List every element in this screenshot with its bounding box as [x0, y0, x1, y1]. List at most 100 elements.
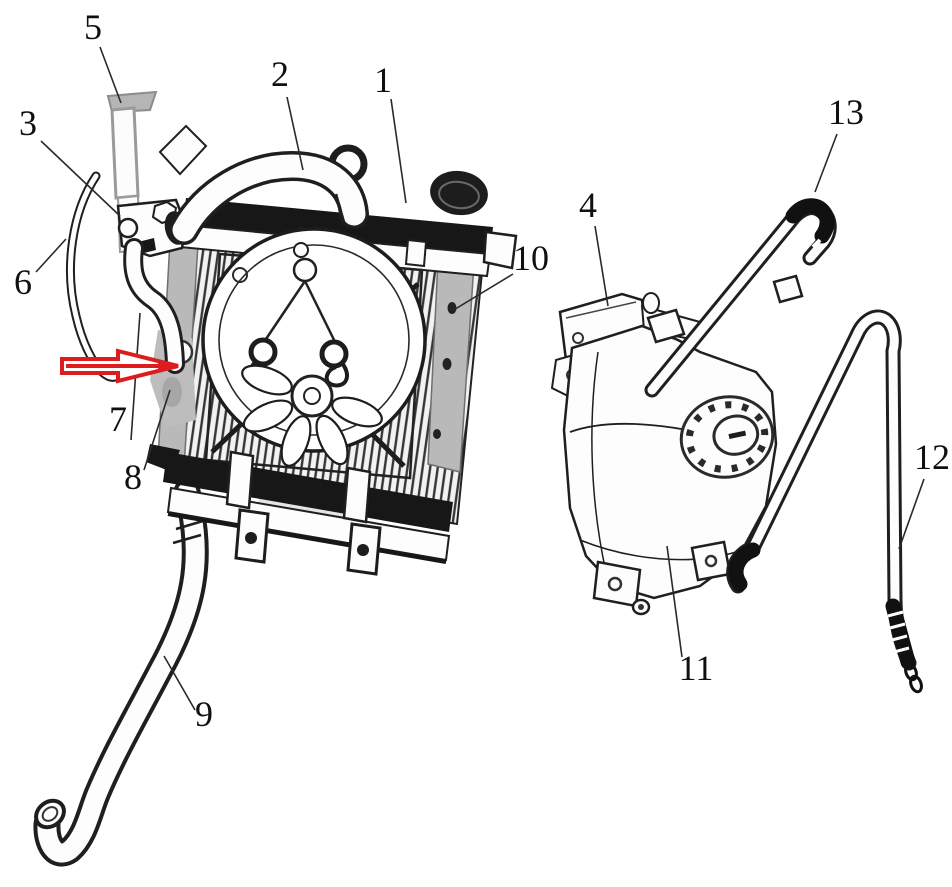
upper-hose-cuff: [334, 193, 346, 223]
radiator-cap-body: [430, 170, 488, 216]
radiator-cap: [430, 170, 518, 270]
fan-blade: [280, 415, 312, 467]
callout-leader-1: [390, 98, 407, 204]
motor-struts: [260, 280, 340, 349]
drain-hose-end-ring: [909, 674, 923, 694]
filler-bracket-blade: [158, 124, 208, 176]
upper-hose-body: [172, 154, 366, 242]
lower-hose-opening-inner: [41, 806, 59, 822]
tank-tab-hole: [704, 554, 718, 568]
tank-seam: [591, 351, 607, 573]
vent-hose-outline: [65, 171, 126, 382]
callout-leader-3: [40, 140, 121, 217]
bottom-left-stub: [146, 444, 180, 472]
callout-leader-11: [666, 545, 683, 658]
vent-hose-body: [67, 173, 124, 380]
reservoir-cap: [679, 395, 775, 479]
callout-leader-10: [451, 273, 514, 312]
housing-bolt: [117, 217, 139, 239]
shroud-top-bolt: [293, 242, 309, 258]
bottom-strap-clamp: [342, 466, 372, 524]
callout-label-6: 6: [14, 262, 32, 302]
tank-tab-hole: [607, 576, 623, 592]
radiator-cap-rib: [438, 180, 480, 210]
mount-hook: [324, 361, 349, 388]
red-arrow-tip: [158, 362, 178, 370]
callout-leader-12: [898, 478, 925, 550]
fan-blades: [241, 364, 383, 467]
bottom-strap-clamp: [225, 450, 255, 510]
tank-neck: [646, 308, 686, 344]
bracket-knob: [642, 292, 660, 314]
radiator-assembly: [33, 90, 518, 867]
top-strap-clamp: [404, 238, 428, 268]
mounting-foot-hole: [245, 532, 257, 544]
drain-hose: [726, 309, 923, 694]
side-plate-hole: [447, 302, 457, 314]
bracket-fold: [565, 301, 637, 319]
callout-leader-2: [286, 96, 304, 171]
lower-hose-body: [37, 482, 205, 863]
cap-side-bracket: [482, 230, 518, 270]
callout-leader-6: [35, 238, 67, 273]
elbow-hose: [123, 238, 185, 374]
drain-hose-ribs: [887, 610, 910, 654]
callout-label-10: 10: [513, 238, 549, 278]
drain-hose-end-ring: [904, 662, 918, 682]
callout-label-12: 12: [914, 437, 950, 477]
callout-label-8: 8: [124, 457, 142, 497]
hose-clamp-marks: [172, 519, 204, 545]
callout-label-5: 5: [84, 7, 102, 47]
fan-blade: [315, 414, 349, 466]
elbow-hose-body: [126, 241, 182, 371]
motor-mount-ring: [319, 339, 349, 369]
fan-blade: [242, 399, 294, 433]
callout-label-3: 3: [19, 103, 37, 143]
callout-label-4: 4: [579, 185, 597, 225]
fan-blade: [241, 364, 293, 396]
callout-leader-9: [163, 655, 196, 711]
fan-shroud: [201, 227, 427, 467]
callout-label-1: 1: [374, 60, 392, 100]
callout-label-2: 2: [271, 54, 289, 94]
callout-leader-5: [99, 46, 122, 104]
callout-label-7: 7: [109, 399, 127, 439]
red-pointer-arrow: [60, 348, 179, 384]
mounting-foot-hole: [357, 544, 369, 556]
overflow-pipe-body: [110, 106, 140, 200]
lower-radiator-hose: [33, 478, 209, 867]
breather-hose-tip-mark: [811, 238, 822, 249]
lower-hose-opening: [34, 798, 66, 830]
motor-mount-ring: [248, 337, 278, 367]
breather-hose: [644, 198, 837, 398]
fan-shroud-inner-ring: [218, 244, 410, 436]
coolant-reservoir-tank: [562, 308, 778, 616]
drain-hose-dark-elbow: [728, 542, 761, 592]
callout-label-9: 9: [195, 694, 213, 734]
shroud-top-mount: [292, 257, 318, 283]
cap-slot: [728, 430, 747, 440]
tank-tab: [690, 540, 732, 582]
shroud-bolt: [232, 267, 248, 283]
callout-leader-8: [143, 389, 171, 471]
fan-blade: [331, 396, 383, 428]
breather-hose-dark-bend: [785, 198, 835, 244]
upper-radiator-hose: [169, 151, 369, 245]
fan-shroud-ring: [201, 227, 427, 453]
fan-hub-center: [303, 387, 321, 405]
callout-leader-13: [814, 133, 838, 193]
inlet-fitting: [162, 377, 182, 407]
callout-label-13: 13: [828, 92, 864, 132]
tank-tab: [592, 560, 642, 608]
tank-bolt-center: [638, 604, 644, 610]
reservoir-assembly: [550, 198, 923, 694]
breather-hose-body: [647, 203, 834, 395]
hose-clip: [772, 274, 804, 304]
callout-label-11: 11: [679, 648, 714, 688]
overflow-pipe-cap: [106, 90, 158, 114]
callout-leader-4: [594, 225, 609, 307]
side-plate-hole: [433, 429, 441, 439]
